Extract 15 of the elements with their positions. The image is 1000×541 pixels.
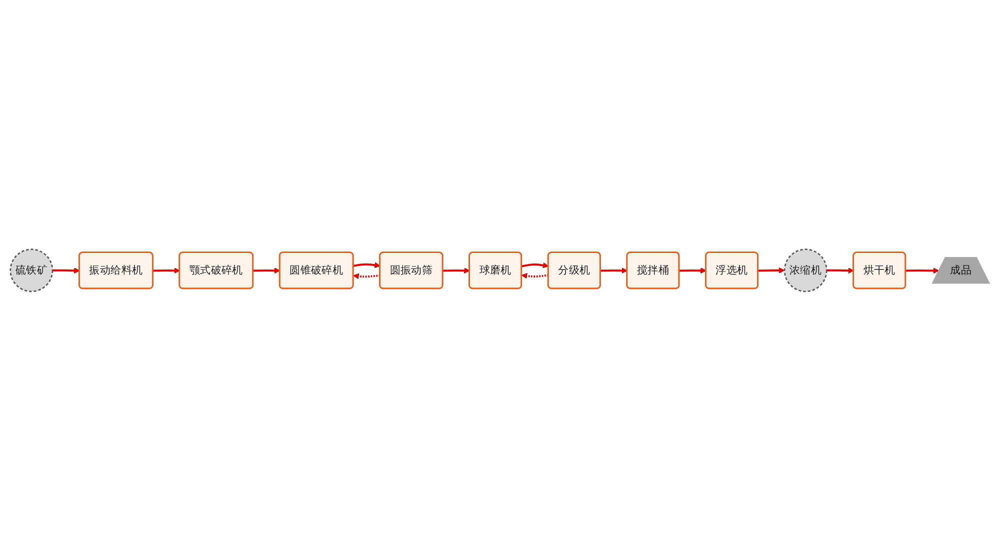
arrow bbox=[906, 268, 940, 274]
node-circle: 硫铁矿 bbox=[10, 248, 54, 292]
arrow bbox=[353, 262, 380, 268]
node-circle: 浓缩机 bbox=[784, 248, 828, 292]
arrow bbox=[679, 268, 706, 274]
arrow bbox=[253, 268, 280, 274]
arrow bbox=[442, 268, 470, 274]
arrow bbox=[600, 268, 628, 274]
arrow bbox=[521, 273, 549, 279]
arrow bbox=[522, 262, 549, 268]
arrow bbox=[826, 268, 854, 274]
arrow bbox=[153, 268, 180, 274]
arrow bbox=[353, 273, 380, 280]
arrow bbox=[758, 268, 785, 274]
arrow bbox=[52, 268, 80, 274]
